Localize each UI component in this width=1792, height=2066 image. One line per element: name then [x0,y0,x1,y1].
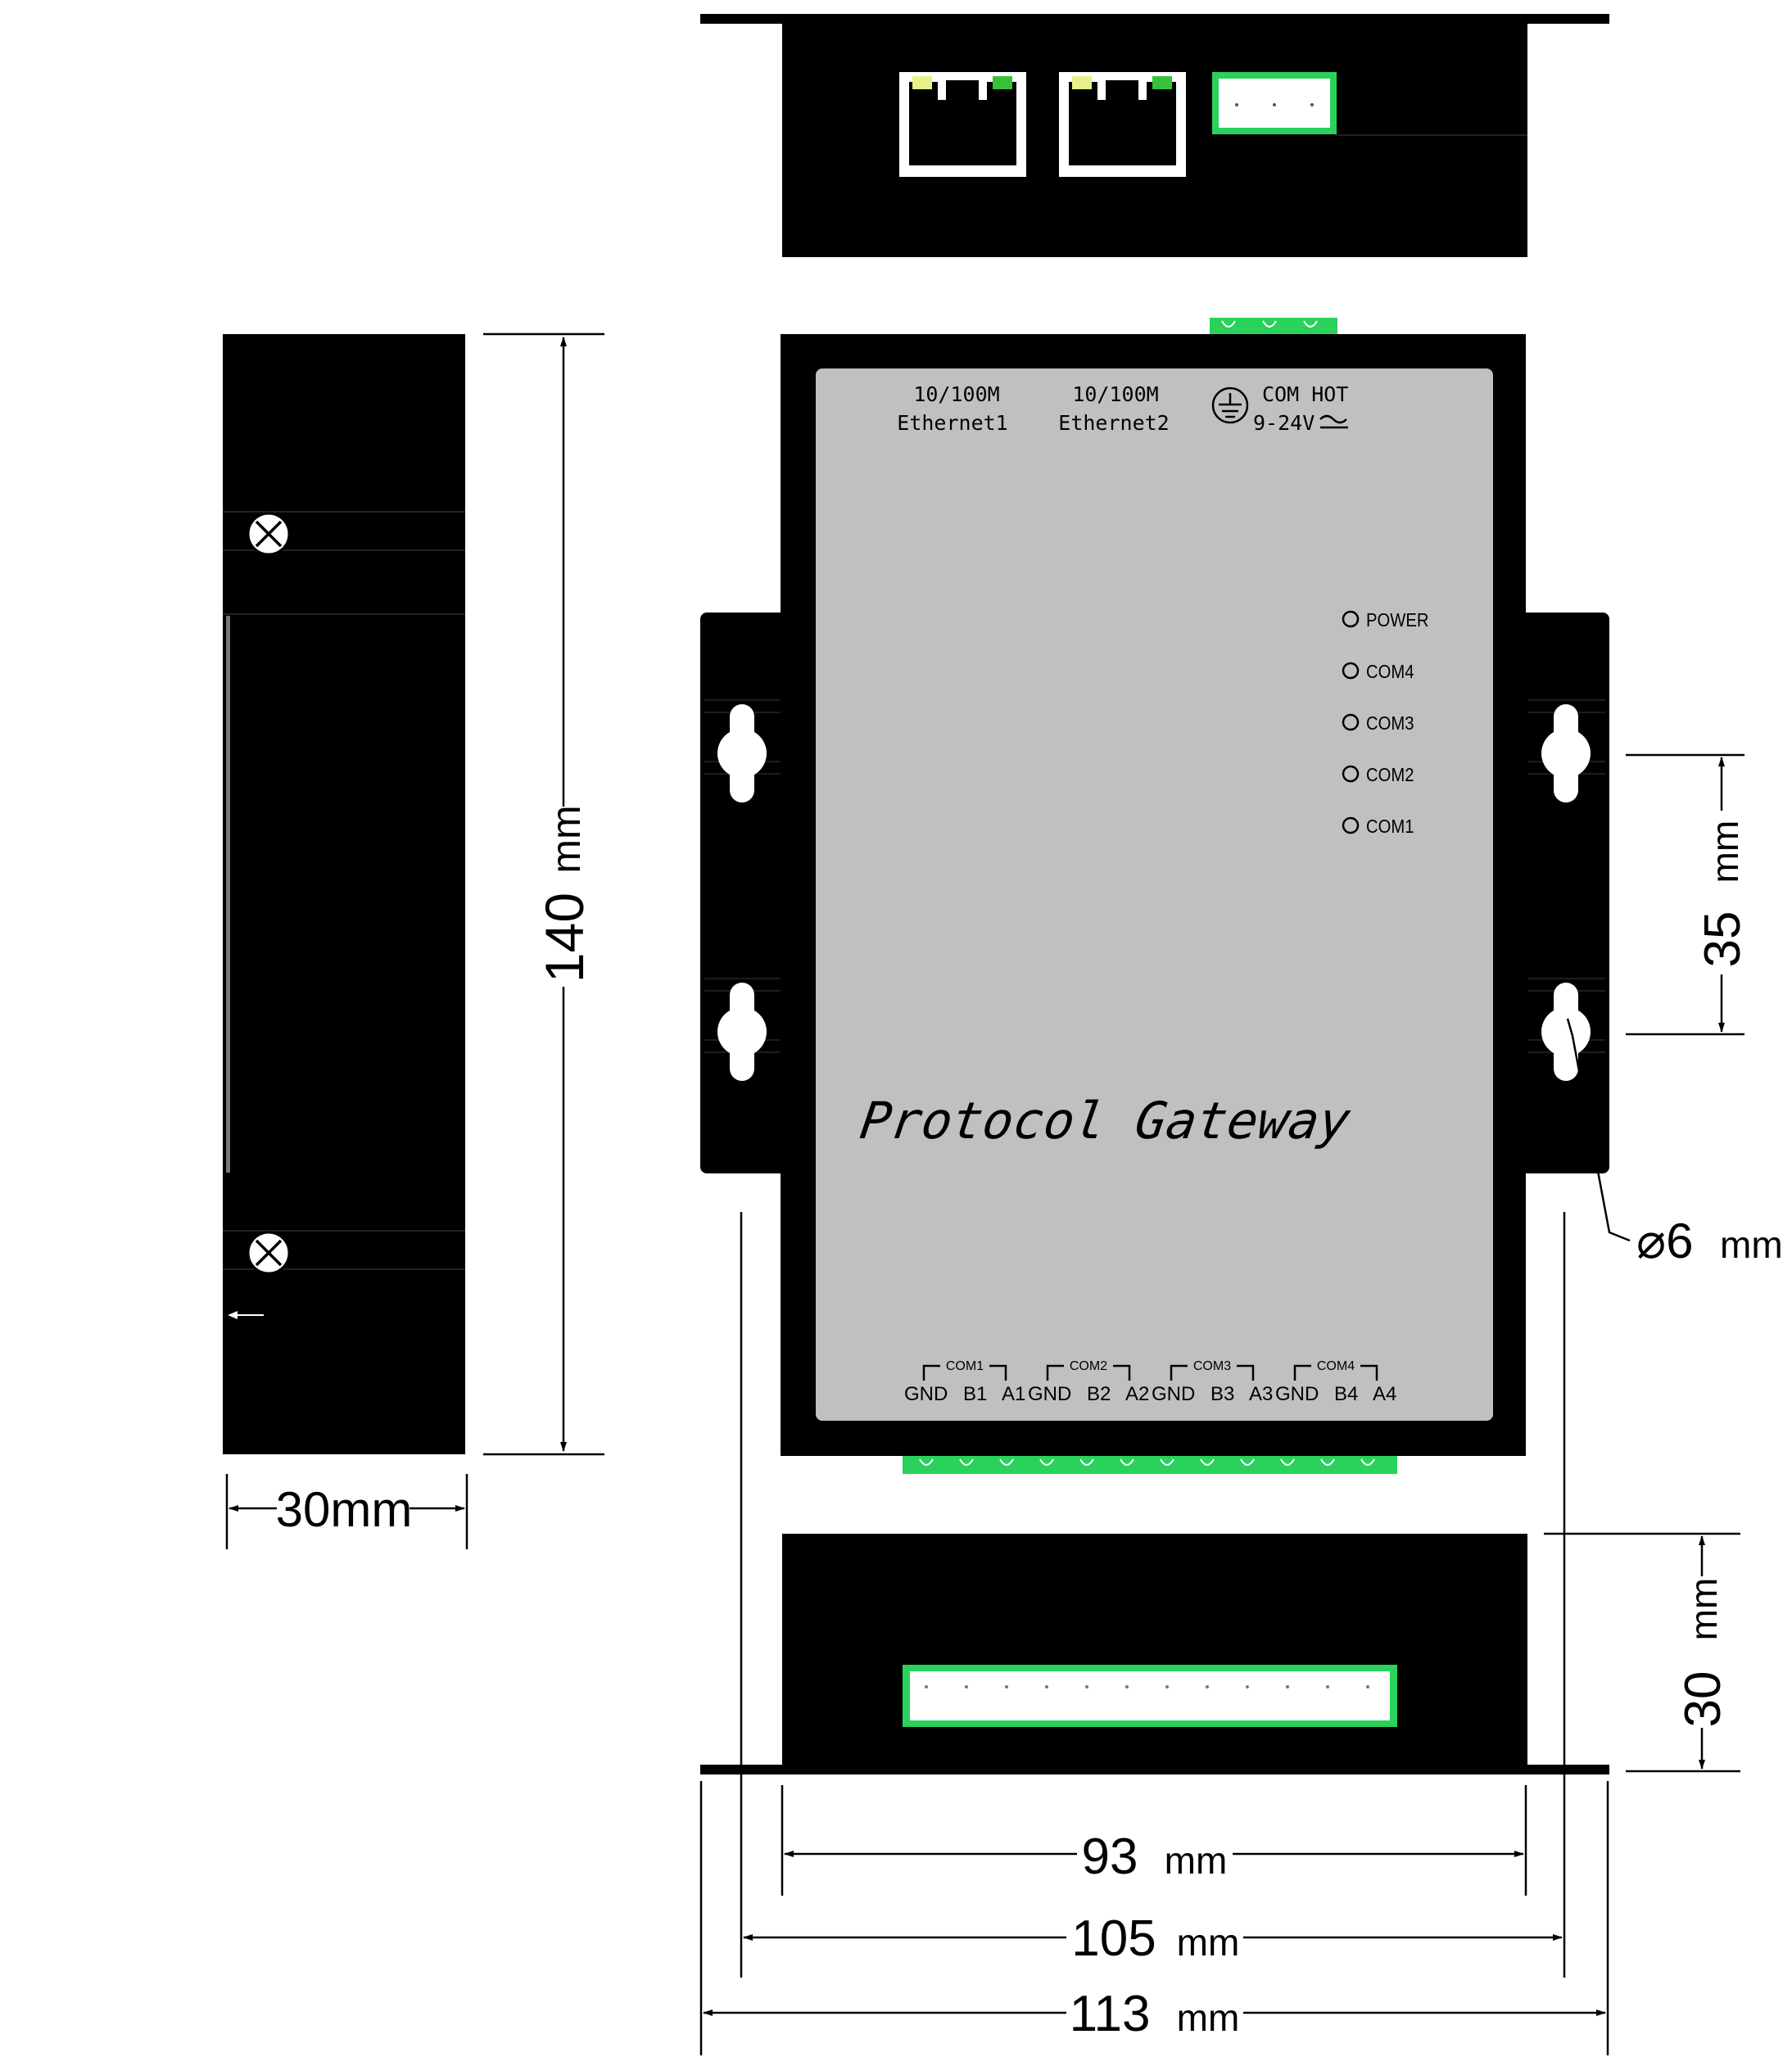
com-pin-label: GND [1275,1383,1319,1405]
com-pin-label: A4 [1373,1383,1396,1405]
com-pin-label: B1 [963,1383,987,1405]
width-inner-value: 93 [1082,1829,1138,1885]
ethernet2-port [1059,72,1186,177]
com-pin-label: A3 [1249,1383,1273,1405]
front-panel [816,368,1493,1421]
height-value: 140 [534,893,595,983]
led-com3: COM3 [1342,712,1414,735]
right-flange [1521,613,1609,1173]
width-mid-unit: mm [1177,1921,1240,1964]
width-outer-unit: mm [1177,1996,1240,2039]
com-group-title: COM4 [1317,1359,1355,1373]
mounting-hole [717,983,767,1081]
depth-value: 30 [1675,1671,1731,1728]
ac-dc-icon [1319,414,1348,429]
power-connector-top [1212,72,1337,134]
front-view: 10/100M Ethernet1 10/100M Ethernet2 COM … [700,318,1609,1474]
led-icon [1342,713,1360,731]
mounting-hole [1541,983,1591,1081]
dimension-labels: 140 mm 30mm 35 mm ⌀6 mm 30 mm 93 mm 105 … [276,805,1783,2042]
com-pin-label: GND [1152,1383,1195,1405]
left-flange [700,613,789,1173]
com-group-title: COM2 [1070,1359,1107,1373]
dimension-lines [225,332,1744,2055]
ethernet1-led-right [993,76,1012,89]
ethernet1-label-speed: 10/100M [913,382,999,406]
ethernet2-label-speed: 10/100M [1072,382,1158,406]
hole-diameter-value: ⌀6 [1636,1214,1694,1268]
bottom-view-body [782,1534,1527,1771]
ethernet1-led-left [912,76,932,89]
side-view-body [223,334,465,1454]
bottom-view-flange [700,1765,1609,1774]
depth-unit: mm [1682,1578,1725,1641]
led-icon [1342,662,1360,680]
hole-spacing-value: 35 [1695,911,1751,968]
ethernet2-label-name: Ethernet2 [1058,411,1169,435]
led-label: COM4 [1366,661,1414,683]
led-label: COM3 [1366,712,1414,735]
ethernet2-led-left [1072,76,1092,89]
com-pin-label: A1 [1002,1383,1025,1405]
hole-spacing-unit: mm [1704,821,1746,884]
led-com1: COM1 [1342,816,1414,838]
com-group-title: COM1 [946,1359,984,1373]
mounting-hole [717,704,767,802]
led-label: COM2 [1366,764,1414,786]
com-pin-label: B3 [1211,1383,1234,1405]
led-label: POWER [1366,609,1428,631]
width-mid-value: 105 [1071,1910,1156,1967]
side-width-label: 30mm [276,1482,413,1537]
led-icon [1342,816,1360,834]
mounting-hole [1541,704,1591,802]
com-pin-label: B4 [1334,1383,1358,1405]
ethernet1-label-name: Ethernet1 [897,411,1007,435]
ethernet1-port [899,72,1026,177]
top-view [700,14,1609,257]
ethernet2-led-right [1152,76,1172,89]
led-power: POWER [1342,609,1428,631]
bottom-view [700,1534,1609,1774]
power-label-terminals: COM HOT [1262,382,1348,406]
screw-icon [247,1231,291,1275]
power-label-voltage: 9-24V [1253,411,1315,435]
com-pin-label: GND [904,1383,948,1405]
com-group-title: COM3 [1193,1359,1231,1373]
screw-icon [247,512,291,556]
height-unit: mm [543,805,589,873]
width-inner-unit: mm [1165,1839,1228,1882]
side-view [223,334,465,1454]
width-outer-value: 113 [1070,1986,1151,2042]
led-icon [1342,765,1360,783]
led-com2: COM2 [1342,764,1414,786]
com-pin-label: A2 [1125,1383,1149,1405]
com-pin-label: B2 [1087,1383,1111,1405]
ground-icon [1211,387,1249,424]
hole-diameter-unit: mm [1720,1223,1783,1266]
led-label: COM1 [1366,816,1414,838]
led-icon [1342,610,1360,628]
com-pin-label: GND [1028,1383,1071,1405]
product-name: Protocol Gateway [857,1091,1355,1151]
led-com4: COM4 [1342,661,1414,683]
